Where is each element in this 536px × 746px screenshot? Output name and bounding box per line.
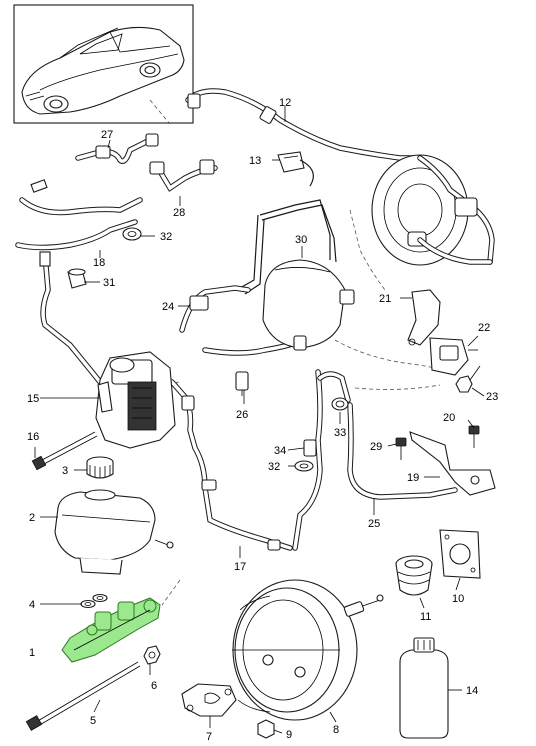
label-14: 14 bbox=[466, 685, 478, 697]
label-24: 24 bbox=[162, 301, 174, 313]
reservoir-30 bbox=[262, 259, 355, 351]
hose-12 bbox=[185, 88, 423, 161]
fitting-34 bbox=[303, 439, 317, 457]
clip-33 bbox=[331, 397, 349, 411]
label-23: 23 bbox=[486, 391, 498, 403]
label-13: 13 bbox=[249, 155, 261, 167]
label-10: 10 bbox=[452, 593, 464, 605]
label-28: 28 bbox=[173, 207, 185, 219]
label-19: 19 bbox=[407, 472, 419, 484]
bolt-16 bbox=[31, 431, 98, 471]
bolt-5 bbox=[25, 661, 141, 731]
label-32-upper: 32 bbox=[160, 231, 172, 243]
label-3: 3 bbox=[62, 465, 68, 477]
hose-27 bbox=[75, 133, 218, 192]
label-8: 8 bbox=[333, 724, 339, 736]
clip-32-upper bbox=[122, 227, 142, 241]
label-2: 2 bbox=[29, 512, 35, 524]
car-illustration bbox=[21, 26, 185, 115]
label-16: 16 bbox=[27, 431, 39, 443]
master-cylinder-1 bbox=[61, 597, 161, 663]
clip-13 bbox=[277, 151, 314, 187]
hose-17 bbox=[169, 369, 323, 551]
nut-9 bbox=[257, 719, 275, 739]
bolt-29 bbox=[395, 437, 407, 460]
bottle-14 bbox=[399, 637, 449, 739]
label-6: 6 bbox=[151, 680, 157, 692]
hose-18 bbox=[15, 179, 143, 385]
label-9: 9 bbox=[286, 729, 292, 741]
label-29: 29 bbox=[370, 441, 382, 453]
grommet-11 bbox=[395, 555, 433, 596]
label-4: 4 bbox=[29, 599, 35, 611]
label-30: 30 bbox=[295, 234, 307, 246]
label-18: 18 bbox=[93, 257, 105, 269]
bolt-23 bbox=[455, 375, 473, 393]
reservoir-2 bbox=[54, 489, 174, 575]
label-5: 5 bbox=[90, 715, 96, 727]
label-27: 27 bbox=[101, 129, 113, 141]
fitting-26 bbox=[235, 371, 249, 396]
gasket-7 bbox=[181, 683, 237, 717]
cap-3 bbox=[86, 456, 114, 479]
label-34: 34 bbox=[274, 445, 286, 457]
label-12: 12 bbox=[279, 97, 291, 109]
vacuum-pump-area bbox=[371, 154, 495, 266]
leader-lines bbox=[34, 106, 485, 734]
label-15: 15 bbox=[27, 393, 39, 405]
gasket-10 bbox=[439, 529, 481, 579]
label-1: 1 bbox=[29, 647, 35, 659]
label-25: 25 bbox=[368, 518, 380, 530]
label-22: 22 bbox=[478, 322, 490, 334]
bracket-19 bbox=[409, 431, 496, 496]
brake-booster-8 bbox=[232, 579, 384, 721]
bolt-20 bbox=[468, 425, 480, 448]
callout-labels: 1 2 3 4 5 6 7 8 9 10 11 12 13 14 15 16 1… bbox=[27, 97, 498, 743]
valve-22 bbox=[429, 337, 478, 376]
label-33: 33 bbox=[334, 427, 346, 439]
label-26: 26 bbox=[236, 409, 248, 421]
clip-32-lower bbox=[294, 460, 314, 472]
vehicle-thumbnail bbox=[13, 4, 194, 124]
cap-31 bbox=[67, 268, 87, 289]
label-21: 21 bbox=[379, 293, 391, 305]
label-17: 17 bbox=[234, 561, 246, 573]
nut-6 bbox=[143, 645, 161, 665]
label-11: 11 bbox=[420, 611, 431, 623]
hose-25 bbox=[317, 371, 458, 500]
label-7: 7 bbox=[206, 731, 212, 743]
label-31: 31 bbox=[103, 277, 115, 289]
bracket-21 bbox=[407, 289, 441, 346]
brake-unit-15 bbox=[95, 351, 176, 449]
label-20: 20 bbox=[443, 412, 455, 424]
label-32-lower: 32 bbox=[268, 461, 280, 473]
seal-4 bbox=[80, 593, 108, 609]
